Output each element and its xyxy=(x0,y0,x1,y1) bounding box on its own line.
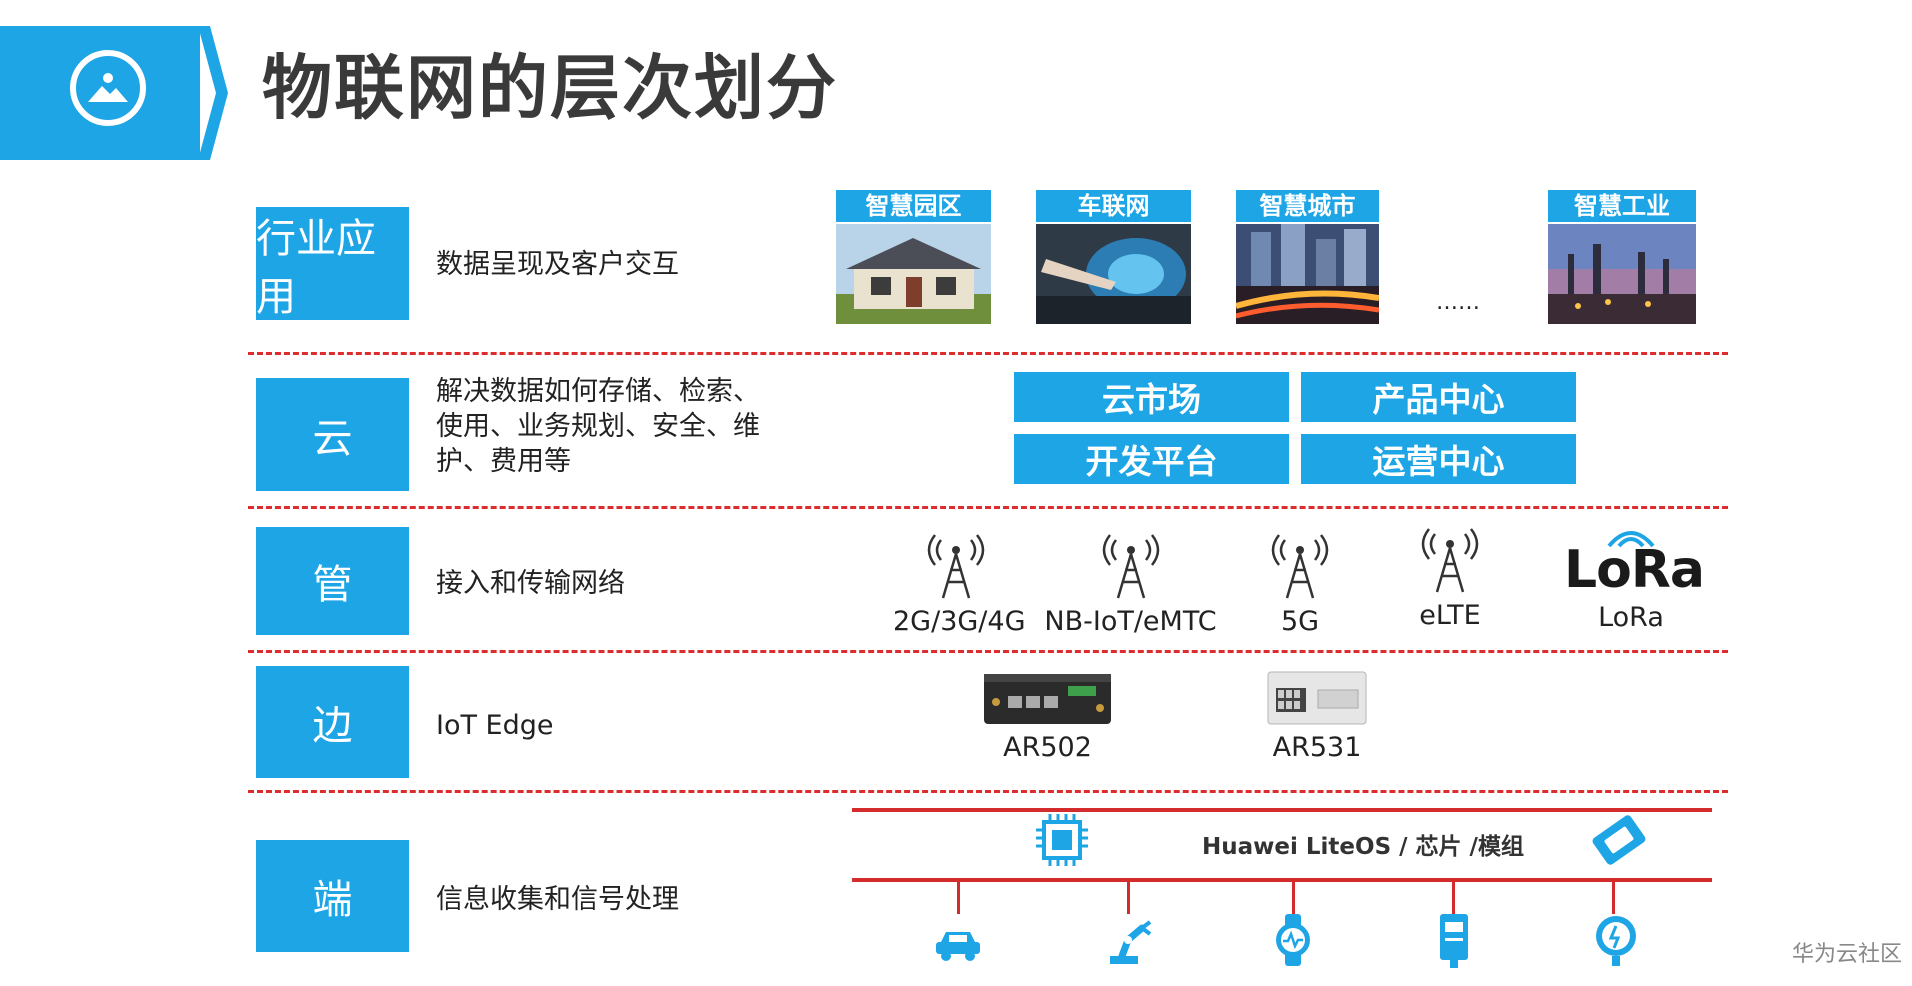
layer-label-application: 行业应用 xyxy=(256,207,409,320)
header-chevron xyxy=(198,26,228,160)
lora-logo-text: LoRa xyxy=(1564,540,1705,600)
network-nbiot: NB-IoT/eMTC xyxy=(1043,526,1218,637)
app-thumb-smart-park: 智慧园区 xyxy=(836,190,991,324)
page-title: 物联网的层次划分 xyxy=(262,47,838,129)
watermark: 华为云社区 xyxy=(1791,942,1902,967)
antenna-icon xyxy=(927,534,984,599)
app-thumb-title: 车联网 xyxy=(1036,190,1191,224)
network-lora: LoRa LoRa xyxy=(1556,520,1706,633)
network-elte: eLTE xyxy=(1410,520,1490,631)
operation-center-button[interactable]: 运营中心 xyxy=(1301,434,1576,484)
meter-icon xyxy=(1440,914,1468,968)
bus-drop xyxy=(957,880,960,914)
network-2g3g4g: 2G/3G/4G xyxy=(893,526,1026,637)
network-label: eLTE xyxy=(1419,600,1481,631)
device-label: AR502 xyxy=(1003,732,1092,763)
antenna-icon xyxy=(1271,534,1329,599)
router-ar502-icon xyxy=(984,674,1111,724)
device-ar531: AR531 xyxy=(1262,668,1372,763)
layer-desc-edge: IoT Edge xyxy=(436,710,554,741)
car-icon xyxy=(936,932,980,961)
car-dashboard-image xyxy=(1036,224,1191,324)
product-center-button[interactable]: 产品中心 xyxy=(1301,372,1576,422)
layer-desc-cloud-line: 解决数据如何存储、检索、 xyxy=(436,376,760,407)
layer-desc-cloud-line: 使用、业务规划、安全、维 xyxy=(436,411,760,442)
network-label: LoRa xyxy=(1598,602,1664,633)
lora-wave-icon xyxy=(1607,531,1655,548)
bus-line-top xyxy=(852,808,1712,812)
bus-line-bottom xyxy=(852,878,1712,882)
app-thumb-title: 智慧城市 xyxy=(1236,190,1379,224)
layer-desc-application: 数据呈现及客户交互 xyxy=(436,249,679,280)
layer-separator xyxy=(248,506,1728,509)
antenna-icon xyxy=(1421,528,1479,593)
image-icon xyxy=(70,50,146,126)
app-thumb-smart-city: 智慧城市 xyxy=(1236,190,1379,324)
app-thumb-iov: 车联网 xyxy=(1036,190,1191,324)
network-label: NB-IoT/eMTC xyxy=(1044,606,1217,637)
bus-drop xyxy=(1452,880,1455,914)
layer-separator xyxy=(248,790,1728,793)
layer-desc-pipe: 接入和传输网络 xyxy=(436,568,625,599)
router-ar531-icon xyxy=(1267,671,1367,725)
lora-logo: LoRa xyxy=(1556,520,1706,602)
module-board-icon xyxy=(1592,815,1646,865)
robot-arm-icon xyxy=(1110,920,1152,964)
layer-label-device: 端 xyxy=(256,840,409,952)
bus-drop xyxy=(1292,880,1295,914)
layer-desc-cloud: 解决数据如何存储、检索、 使用、业务规划、安全、维 护、费用等 xyxy=(436,374,760,479)
network-5g: 5G xyxy=(1260,526,1340,637)
more-applications: …… xyxy=(1436,290,1480,315)
network-label: 5G xyxy=(1280,606,1320,637)
house-image xyxy=(836,224,991,324)
bus-drop xyxy=(1127,880,1130,914)
app-thumb-smart-industry: 智慧工业 xyxy=(1548,190,1696,324)
city-image xyxy=(1236,224,1379,324)
network-label: 2G/3G/4G xyxy=(893,606,1026,637)
app-thumb-title: 智慧工业 xyxy=(1548,190,1696,224)
smart-watch-icon xyxy=(1276,914,1310,966)
device-ar502: AR502 xyxy=(980,668,1115,763)
dev-platform-button[interactable]: 开发平台 xyxy=(1014,434,1289,484)
os-label: Huawei LiteOS / 芯片 /模组 xyxy=(1202,834,1524,860)
layer-label-edge: 边 xyxy=(256,666,409,778)
device-label: AR531 xyxy=(1272,732,1362,763)
layer-label-pipe: 管 xyxy=(256,527,409,635)
app-thumb-title: 智慧园区 xyxy=(836,190,991,224)
layer-desc-device: 信息收集和信号处理 xyxy=(436,884,679,915)
cloud-marketplace-button[interactable]: 云市场 xyxy=(1014,372,1289,422)
antenna-icon xyxy=(1102,534,1159,599)
chip-icon xyxy=(1036,814,1088,866)
bus-drop xyxy=(1612,880,1615,914)
layer-desc-cloud-line: 护、费用等 xyxy=(436,446,571,477)
layer-separator xyxy=(248,650,1728,653)
layer-label-cloud: 云 xyxy=(256,378,409,491)
layer-separator xyxy=(248,352,1728,355)
factory-image xyxy=(1548,224,1696,324)
water-meter-icon xyxy=(1596,916,1636,966)
